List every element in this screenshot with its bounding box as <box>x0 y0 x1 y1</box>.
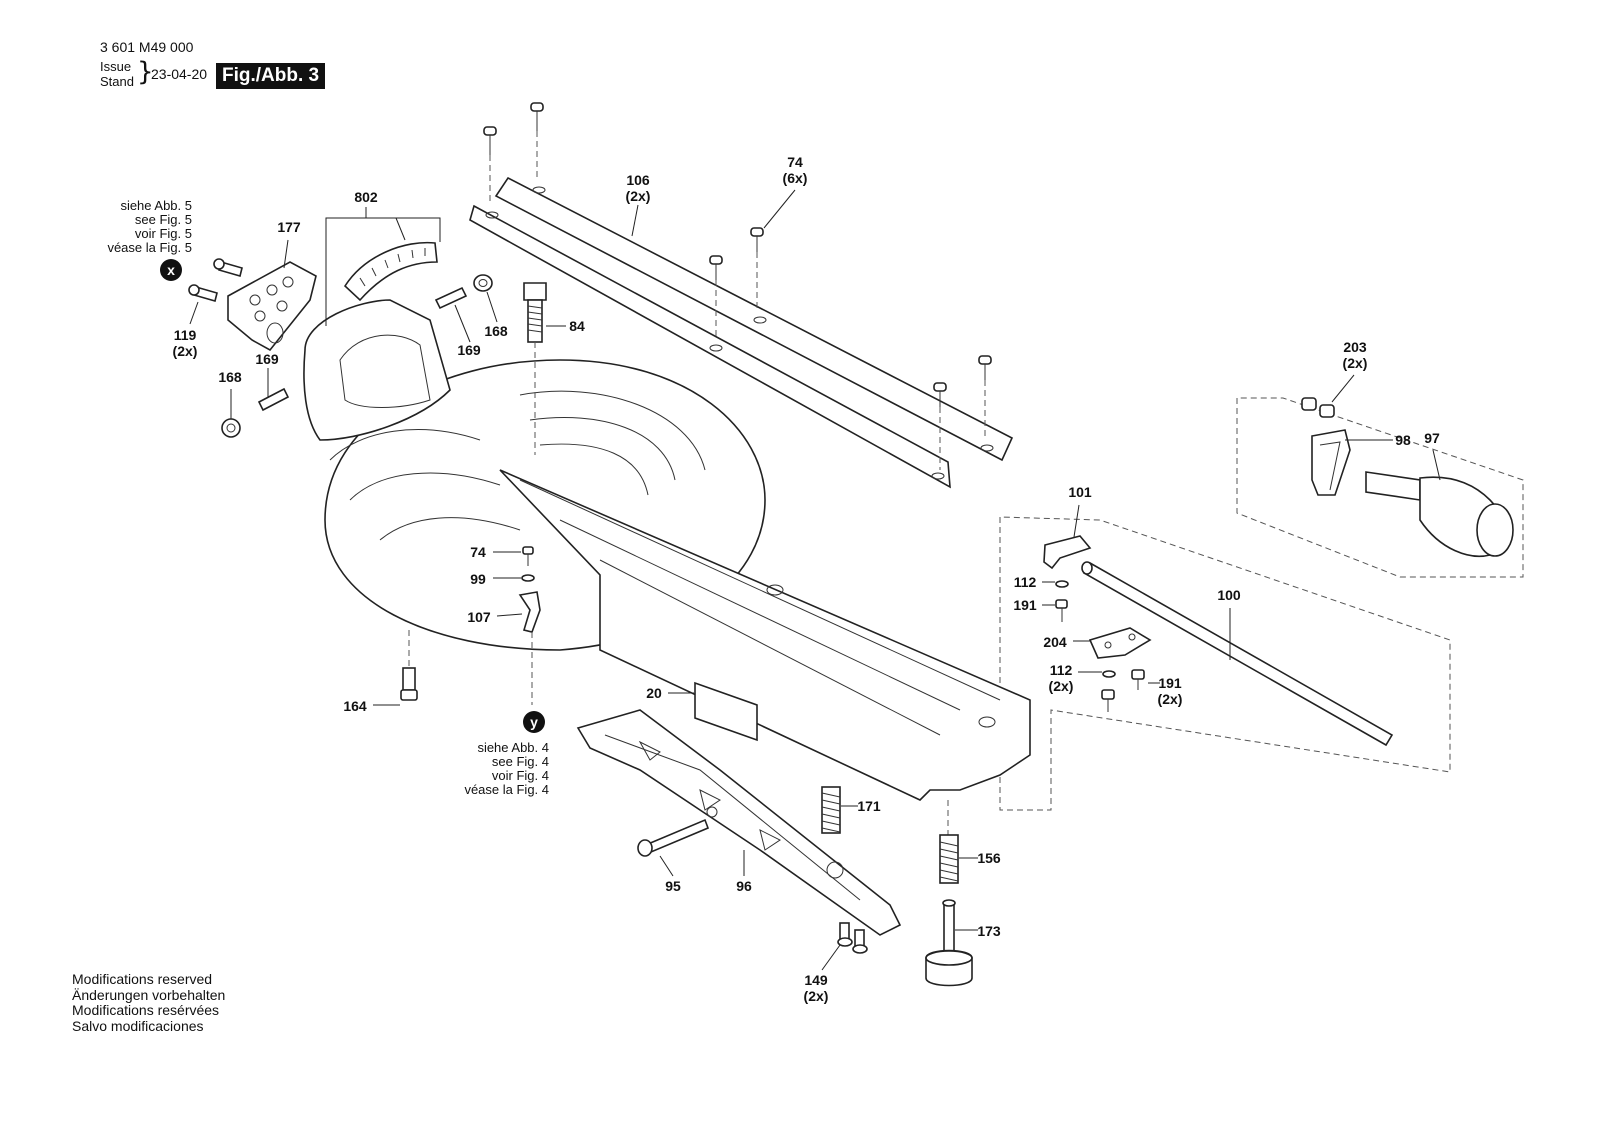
brace-glyph: } <box>137 57 154 87</box>
callout-191-bottom-qty: (2x) <box>1158 691 1183 707</box>
pivot-pin-part <box>637 818 710 857</box>
ref-y-line: siehe Abb. 4 <box>477 740 549 755</box>
turntable-base-part <box>324 359 1031 801</box>
callout-149-qty: (2x) <box>804 988 829 1004</box>
extension-screw-parts <box>837 922 868 954</box>
clip-assembly-parts <box>518 546 541 705</box>
callout-156: 156 <box>977 850 1001 866</box>
reference-marker-y: y <box>523 711 545 733</box>
rod-bracket-part <box>1043 535 1092 622</box>
callout-97: 97 <box>1424 430 1440 446</box>
callout-112-top: 112 <box>1014 574 1037 590</box>
fence-screw-parts <box>483 102 992 470</box>
callout-95: 95 <box>665 878 681 894</box>
issue-label: Issue <box>100 59 132 74</box>
callout-149: 149 <box>804 972 828 988</box>
hex-bolt-part <box>523 282 547 455</box>
callout-168-left: 168 <box>218 369 242 385</box>
fence-rail-part <box>469 176 1014 489</box>
ref-x-line: see Fig. 5 <box>135 212 192 227</box>
callout-169-left: 169 <box>255 351 279 367</box>
handle-assembly-part <box>1301 397 1514 557</box>
ref-y-line: véase la Fig. 4 <box>464 782 549 797</box>
callout-177: 177 <box>277 219 301 235</box>
mounting-plate-part <box>1088 627 1152 712</box>
bracket-screw-parts <box>188 258 243 302</box>
part-number: 3 601 M49 000 <box>100 39 194 55</box>
bevel-bracket-part <box>227 261 317 352</box>
callout-168-right: 168 <box>484 323 508 339</box>
callout-106-qty: (2x) <box>626 188 651 204</box>
spring-156-part <box>939 800 959 884</box>
callout-98: 98 <box>1395 432 1411 448</box>
notice-line: Salvo modificaciones <box>72 1017 204 1034</box>
callout-171: 171 <box>857 798 881 814</box>
marker-y-text: y <box>530 714 538 730</box>
callout-164: 164 <box>343 698 367 714</box>
reference-text-y: siehe Abb. 4 see Fig. 4 voir Fig. 4 véas… <box>464 740 549 797</box>
callout-106: 106 <box>626 172 650 188</box>
ref-x-line: voir Fig. 5 <box>135 226 192 241</box>
callout-100: 100 <box>1217 587 1241 603</box>
table-extension-part <box>576 709 902 936</box>
modifications-notice: Modifications reserved Änderungen vorbeh… <box>72 971 226 1034</box>
callout-119: 119 <box>174 327 197 343</box>
dashed-frame-handle <box>1236 397 1524 578</box>
callout-191-bottom: 191 <box>1158 675 1182 691</box>
ref-y-line: voir Fig. 4 <box>492 768 549 783</box>
notice-line: Änderungen vorbehalten <box>72 986 226 1003</box>
callout-84: 84 <box>569 318 585 334</box>
notice-line: Modifications reserved <box>72 971 213 987</box>
callout-101: 101 <box>1068 484 1092 500</box>
spring-171-part <box>821 786 841 834</box>
callout-74-fence-qty: (6x) <box>783 170 808 186</box>
callout-203: 203 <box>1343 339 1367 355</box>
ref-x-line: siehe Abb. 5 <box>120 198 192 213</box>
bevel-scale-part <box>343 241 438 302</box>
callout-99: 99 <box>470 571 486 587</box>
callout-191-top: 191 <box>1013 597 1037 613</box>
base-screw-part <box>400 630 418 701</box>
callout-169-right: 169 <box>457 342 481 358</box>
callout-20: 20 <box>646 685 662 701</box>
issue-date: 23-04-20 <box>151 66 208 82</box>
ref-x-line: véase la Fig. 5 <box>107 240 192 255</box>
callout-112-bottom-qty: (2x) <box>1049 678 1074 694</box>
callout-96: 96 <box>736 878 752 894</box>
set-screw-and-nut-parts <box>221 274 493 438</box>
ref-y-line: see Fig. 4 <box>492 754 549 769</box>
reference-marker-x: x <box>160 259 182 281</box>
marker-x-text: x <box>167 262 175 278</box>
guide-rod-part <box>1081 561 1394 747</box>
pivot-housing-part <box>303 299 451 441</box>
callout-802: 802 <box>354 189 378 205</box>
callout-107: 107 <box>467 609 491 625</box>
callout-74-fence: 74 <box>787 154 803 170</box>
dashed-frame-rod <box>999 516 1451 811</box>
callout-labels: 802 177 119 (2x) 169 169 168 168 84 106 … <box>173 154 1440 1004</box>
callout-173: 173 <box>977 923 1001 939</box>
leader-lines <box>189 189 1441 971</box>
callout-203-qty: (2x) <box>1343 355 1368 371</box>
figure-label: Fig./Abb. 3 <box>216 63 326 89</box>
callout-119-qty: (2x) <box>173 343 198 359</box>
notice-line: Modifications resérvées <box>72 1002 220 1018</box>
callout-112-bottom: 112 <box>1050 662 1073 678</box>
stand-label: Stand <box>100 74 134 89</box>
leveling-knob-part <box>925 899 973 987</box>
callout-204: 204 <box>1043 634 1067 650</box>
reference-text-x: siehe Abb. 5 see Fig. 5 voir Fig. 5 véas… <box>107 198 192 255</box>
callout-74-base: 74 <box>470 544 486 560</box>
